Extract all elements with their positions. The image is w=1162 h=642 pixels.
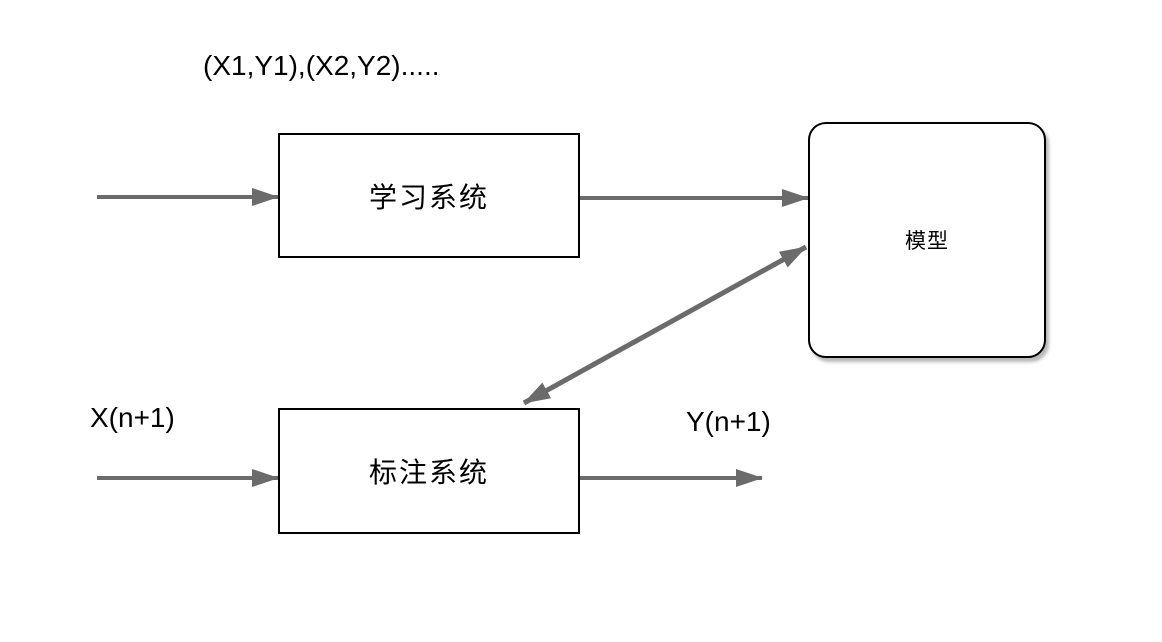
model-label: 模型: [905, 230, 949, 253]
learning-system-label: 学习系统: [368, 181, 489, 213]
node-model: 模型: [808, 122, 1046, 358]
input-x-label: X(n+1): [90, 402, 175, 433]
output-y-label: Y(n+1): [686, 406, 771, 437]
node-labeling-system: 标注系统: [278, 408, 580, 534]
labeling-system-label: 标注系统: [368, 457, 489, 488]
node-learning-system: 学习系统: [278, 133, 580, 258]
arrow-model-labeling-bidirectional: [522, 244, 808, 406]
training-data-label: (X1,Y1),(X2,Y2).....: [203, 50, 440, 81]
